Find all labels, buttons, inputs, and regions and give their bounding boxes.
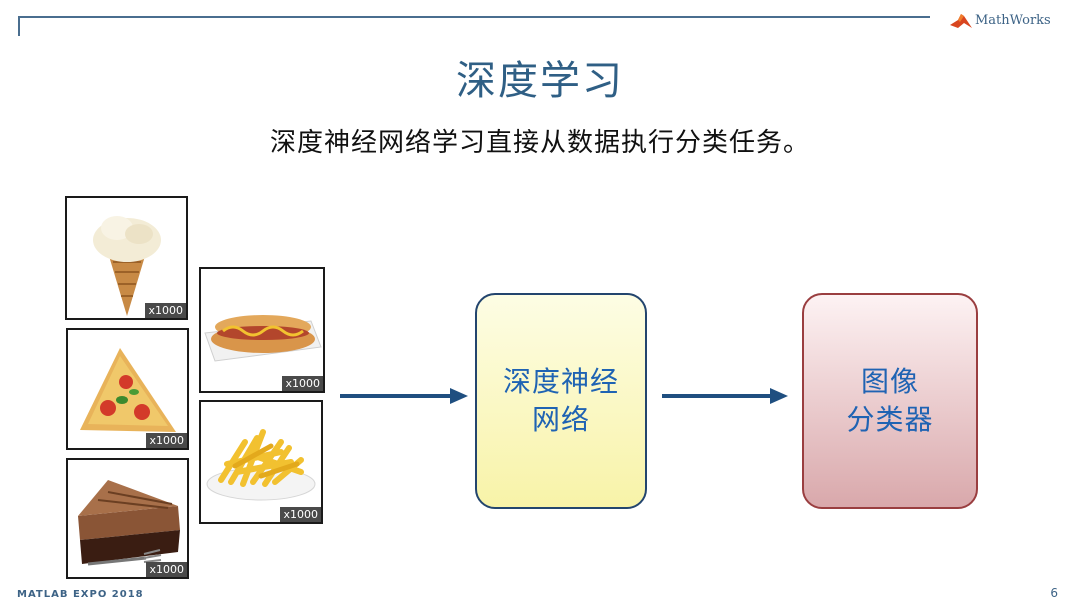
- membrane-icon: [950, 14, 972, 28]
- count-badge: x1000: [145, 303, 186, 318]
- pizza-image: x1000: [66, 328, 189, 450]
- ice-cream-image: x1000: [65, 196, 188, 320]
- page-number: 6: [1050, 586, 1058, 600]
- cake-image: x1000: [66, 458, 189, 579]
- slide-title: 深度学习: [456, 58, 624, 104]
- header-rule-tick: [18, 16, 20, 36]
- brand-name: MathWorks: [975, 12, 1051, 28]
- fries-image: x1000: [199, 400, 323, 524]
- header-rule: [18, 16, 930, 18]
- network-label-line1: 深度神经: [502, 365, 619, 398]
- count-badge: x1000: [282, 376, 323, 391]
- deep-neural-network-box: 深度神经 网络: [475, 293, 647, 509]
- mathworks-logo: MathWorks: [950, 9, 1051, 31]
- arrow-right-icon: [340, 388, 468, 404]
- arrow-right-icon: [662, 388, 788, 404]
- count-badge: x1000: [146, 562, 187, 577]
- count-badge: x1000: [280, 507, 321, 522]
- image-classifier-box: 图像 分类器: [802, 293, 978, 509]
- classifier-label-line1: 图像: [860, 365, 919, 398]
- classifier-label-line2: 分类器: [846, 403, 934, 436]
- count-badge: x1000: [146, 433, 187, 448]
- event-name: MATLAB EXPO 2018: [17, 589, 144, 600]
- slide-subtitle: 深度神经网络学习直接从数据执行分类任务。: [269, 128, 810, 158]
- network-label-line2: 网络: [531, 403, 590, 436]
- hot-dog-image: x1000: [199, 267, 325, 393]
